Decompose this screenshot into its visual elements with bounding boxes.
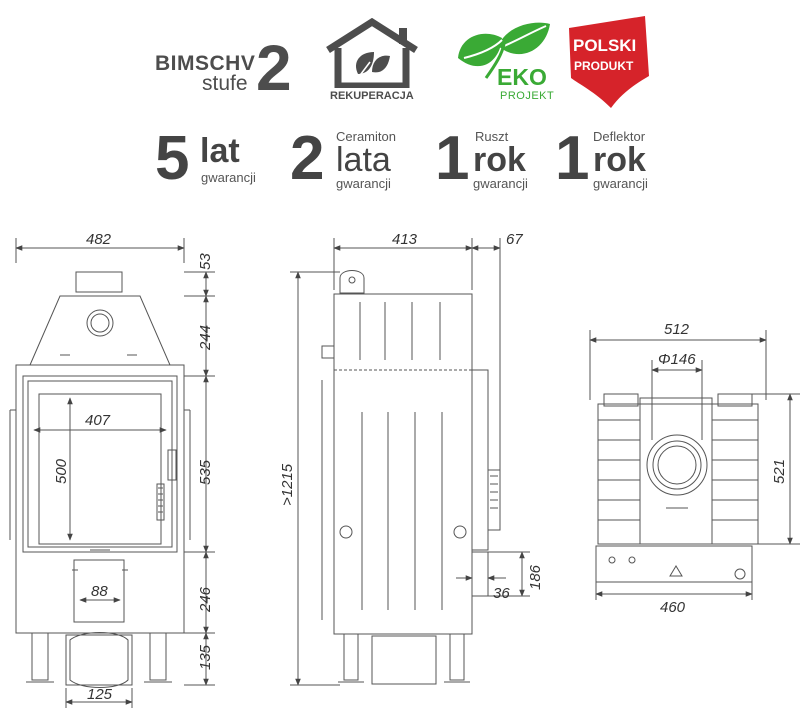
- rekuperacja-badge: REKUPERACJA: [322, 17, 422, 108]
- rekuperacja-label: REKUPERACJA: [330, 90, 414, 102]
- eko-leaves-icon: [458, 22, 550, 79]
- top-view: [589, 330, 800, 600]
- dim-top-flue: Φ146: [658, 351, 696, 368]
- warranty-top-label: Deflektor: [593, 129, 646, 144]
- dim-top-width: 512: [664, 321, 690, 338]
- polski-line2: PRODUKT: [574, 59, 634, 73]
- bimschv-line2: stufe: [202, 72, 248, 95]
- warranty-label: gwarancji: [473, 176, 528, 191]
- dim-front-lower: 246: [197, 586, 214, 613]
- dim-side-duct-w: 36: [493, 585, 510, 602]
- warranty-word: rok: [593, 141, 646, 179]
- dim-inlet-width: 88: [91, 583, 108, 600]
- bimschv-line1: BIMSCHV: [155, 52, 256, 75]
- warranty-number: 5: [155, 124, 190, 193]
- polski-produkt-shield: [569, 16, 649, 108]
- polski-produkt-badge: POLSKI PRODUKT: [565, 14, 653, 110]
- house-leaf-icon: [326, 17, 418, 90]
- bimschv-number: 2: [256, 32, 292, 104]
- warranty-label: gwarancji: [593, 176, 648, 191]
- polski-line1: POLSKI: [573, 36, 637, 55]
- dim-front-width: 482: [86, 231, 112, 248]
- warranty-number: 1: [555, 124, 590, 193]
- warranty-1-rok-ruszt: 1 Ruszt rok gwarancji: [435, 128, 545, 198]
- warranty-5-lat: 5 lat gwarancji: [155, 128, 270, 198]
- warranty-label: gwarancji: [201, 170, 256, 185]
- bimschv-badge: BIMSCHV stufe 2: [155, 32, 300, 104]
- warranty-top-label: Ceramiton: [336, 129, 396, 144]
- dim-glass-height: 500: [53, 458, 70, 484]
- warranty-word: lata: [336, 141, 391, 179]
- warranty-number: 1: [435, 124, 470, 193]
- eko-line2: PROJEKT: [500, 90, 555, 102]
- dim-front-top: 53: [197, 253, 214, 270]
- dim-front-legs: 135: [197, 644, 214, 670]
- dim-top-base: 460: [660, 599, 686, 616]
- side-view: [290, 238, 530, 686]
- eko-line1: EKO: [497, 64, 547, 90]
- warranty-1-rok-deflektor: 1 Deflektor rok gwarancji: [555, 128, 665, 198]
- warranty-word: lat: [200, 132, 240, 170]
- dim-side-height: >1215: [279, 463, 296, 506]
- warranty-number: 2: [290, 124, 325, 193]
- dim-side-extra: 67: [506, 231, 523, 248]
- dim-glass-width: 407: [85, 412, 111, 429]
- eko-projekt-badge: EKO PROJEKT: [450, 18, 560, 108]
- dim-bottom-width: 125: [87, 686, 113, 703]
- dim-side-depth: 413: [392, 231, 418, 248]
- dim-front-hood: 244: [197, 325, 214, 351]
- warranty-word: rok: [473, 141, 526, 179]
- front-view: [9, 238, 215, 708]
- dim-side-duct-h: 186: [527, 564, 544, 590]
- dim-front-door-h: 535: [197, 459, 214, 485]
- dim-top-depth: 521: [771, 459, 788, 484]
- warranty-label: gwarancji: [336, 176, 391, 191]
- warranty-2-lata-ceramiton: 2 Ceramiton lata gwarancji: [290, 128, 420, 198]
- warranty-top-label: Ruszt: [475, 129, 509, 144]
